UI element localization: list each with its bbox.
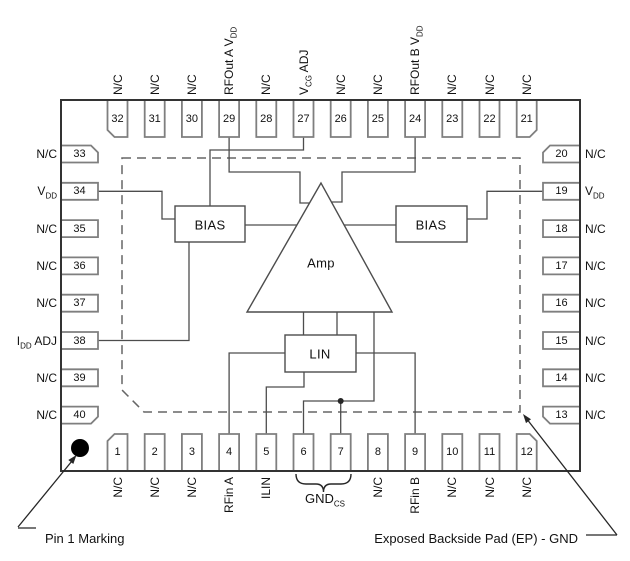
chip-outline [60, 99, 581, 472]
pin-box-27 [292, 99, 315, 138]
pin1-leader-line [17, 460, 73, 528]
exposed-pad-outline [121, 157, 521, 413]
pin-box-19 [542, 181, 581, 201]
pin-box-25 [366, 99, 389, 138]
wire-pin29-amp [228, 137, 310, 204]
pin-box-28 [255, 99, 278, 138]
wire-pin19-bias-right [467, 190, 543, 220]
pin-box-10 [441, 433, 464, 472]
pin-box-17 [542, 256, 581, 276]
pin1-arrowhead-icon [68, 455, 77, 464]
pin-box-29 [218, 99, 241, 138]
wire-bias-left-pin38 [98, 242, 190, 342]
wire-junction-dot [337, 398, 344, 404]
ep-arrowhead-icon [523, 414, 531, 424]
pin-box-36 [60, 256, 99, 276]
pin-box-8 [366, 433, 389, 472]
pin-box-32 [106, 99, 129, 138]
pin-box-18 [542, 219, 581, 239]
pin-box-23 [441, 99, 464, 138]
pin-box-20 [542, 144, 581, 164]
leader-lines [17, 420, 618, 536]
pin-box-38 [60, 331, 99, 350]
pin-box-2 [143, 433, 166, 472]
wire-pin27-bias-left [209, 137, 305, 206]
pin-box-24 [404, 99, 427, 138]
pin-box-16 [542, 293, 581, 313]
pin-box-12 [515, 433, 538, 472]
bias-left-block [174, 205, 246, 243]
pin-box-21 [515, 99, 538, 138]
pin-box-9 [404, 433, 427, 472]
wires [98, 137, 543, 434]
amp-triangle [245, 181, 394, 313]
pin1-marking-dot [71, 439, 89, 457]
pin-box-22 [478, 99, 501, 138]
gnd-group-brace [295, 473, 352, 493]
pin-box-14 [542, 368, 581, 388]
pin-box-35 [60, 219, 99, 239]
pin-box-13 [542, 405, 581, 425]
wire-pin24-amp [331, 137, 416, 203]
wire-lin-pin4 [228, 352, 285, 434]
lin-block [284, 334, 357, 373]
wire-pin34-bias-left [98, 190, 175, 220]
ep-leader-line [527, 420, 618, 536]
pin-box-3 [180, 433, 203, 472]
pin-box-30 [180, 99, 203, 138]
pin-box-11 [478, 433, 501, 472]
pin-box-1 [106, 433, 129, 472]
pin-box-31 [143, 99, 166, 138]
pin-box-7 [329, 433, 352, 472]
pin-box-6 [292, 433, 315, 472]
bias-right-block [395, 205, 468, 243]
pin-box-40 [60, 405, 99, 425]
pin-box-34 [60, 181, 99, 201]
wire-amp-gnd-pin6 [302, 312, 375, 434]
pin-box-4 [218, 433, 241, 472]
wire-lin-pin9 [356, 352, 416, 434]
pin-box-15 [542, 331, 581, 350]
pin-box-39 [60, 368, 99, 388]
pin-box-33 [60, 144, 99, 164]
pin-box-26 [329, 99, 352, 138]
pin-box-5 [255, 433, 278, 472]
wire-lin-pin5 [265, 372, 305, 434]
pin-box-37 [60, 293, 99, 313]
